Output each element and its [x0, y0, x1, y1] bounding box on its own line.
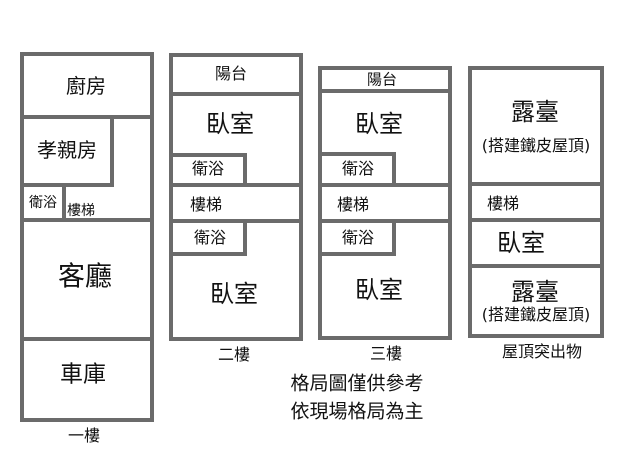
room-label-bathroom-lower: 衛浴: [341, 228, 375, 247]
floor-plan-2f: 陽台 臥室 衛浴 樓梯 衛浴 臥室: [169, 53, 303, 341]
room-label-stairs: 樓梯: [487, 194, 520, 213]
room-label-roof-deck-rear: 露臺: [511, 278, 559, 306]
room-label-balcony: 陽台: [214, 64, 248, 83]
room-label-filial-room: 孝親房: [37, 138, 97, 162]
wall: [173, 183, 299, 187]
room-label-balcony: 陽台: [366, 70, 398, 89]
wall: [392, 219, 396, 256]
floor-plan-rooftop: 露臺 (搭建鐵皮屋頂) 樓梯 臥室 露臺 (搭建鐵皮屋頂): [468, 66, 604, 338]
wall: [243, 219, 247, 256]
room-label-bathroom-lower: 衛浴: [193, 228, 227, 247]
floor-name-2f: 二樓: [217, 345, 251, 364]
room-label-bathroom: 衛浴: [29, 195, 57, 211]
room-label-bathroom-upper: 衛浴: [191, 159, 225, 178]
wall: [472, 264, 600, 268]
room-label-stairs: 樓梯: [337, 195, 370, 214]
room-label-bedroom-rear: 臥室: [210, 280, 258, 308]
wall: [472, 182, 600, 186]
room-label-roof-deck-front: 露臺: [511, 98, 559, 126]
disclaimer-line-1: 格局圖僅供參考: [290, 372, 424, 395]
room-label-bedroom-rear: 臥室: [355, 276, 403, 304]
wall: [173, 252, 247, 256]
room-note-roof-deck-rear: (搭建鐵皮屋頂): [481, 305, 591, 324]
room-label-garage: 車庫: [60, 361, 106, 388]
wall: [392, 152, 396, 187]
room-label-bathroom-upper: 衛浴: [341, 159, 375, 178]
room-label-bedroom: 臥室: [497, 229, 545, 257]
floor-name-rooftop: 屋頂突出物: [501, 342, 583, 361]
wall: [472, 218, 600, 222]
wall: [322, 152, 396, 156]
wall: [24, 337, 150, 341]
floor-name-3f: 三樓: [369, 344, 403, 363]
room-label-kitchen: 廚房: [66, 74, 106, 98]
room-label-bedroom-front: 臥室: [206, 110, 254, 138]
wall: [173, 219, 299, 223]
wall: [24, 183, 114, 187]
wall: [24, 218, 150, 222]
wall: [110, 115, 114, 187]
disclaimer-line-2: 依現場格局為主: [290, 400, 424, 423]
wall: [173, 153, 247, 157]
wall: [322, 89, 448, 93]
wall: [322, 252, 396, 256]
floor-name-1f: 一樓: [67, 426, 101, 445]
wall: [322, 183, 448, 187]
wall: [62, 183, 66, 222]
floor-plan-1f: 廚房 孝親房 衛浴 樓梯 客廳 車庫: [20, 52, 154, 422]
wall: [24, 115, 150, 119]
room-label-living-room: 客廳: [58, 261, 112, 293]
wall: [243, 153, 247, 187]
floor-plan-3f: 陽台 臥室 衛浴 樓梯 衛浴 臥室: [318, 66, 452, 340]
wall: [322, 219, 448, 223]
wall: [173, 92, 299, 96]
room-label-stairs: 樓梯: [190, 195, 223, 214]
room-label-stairs: 樓梯: [67, 203, 95, 219]
room-label-bedroom-front: 臥室: [355, 110, 403, 138]
room-note-roof-deck-front: (搭建鐵皮屋頂): [481, 136, 591, 155]
